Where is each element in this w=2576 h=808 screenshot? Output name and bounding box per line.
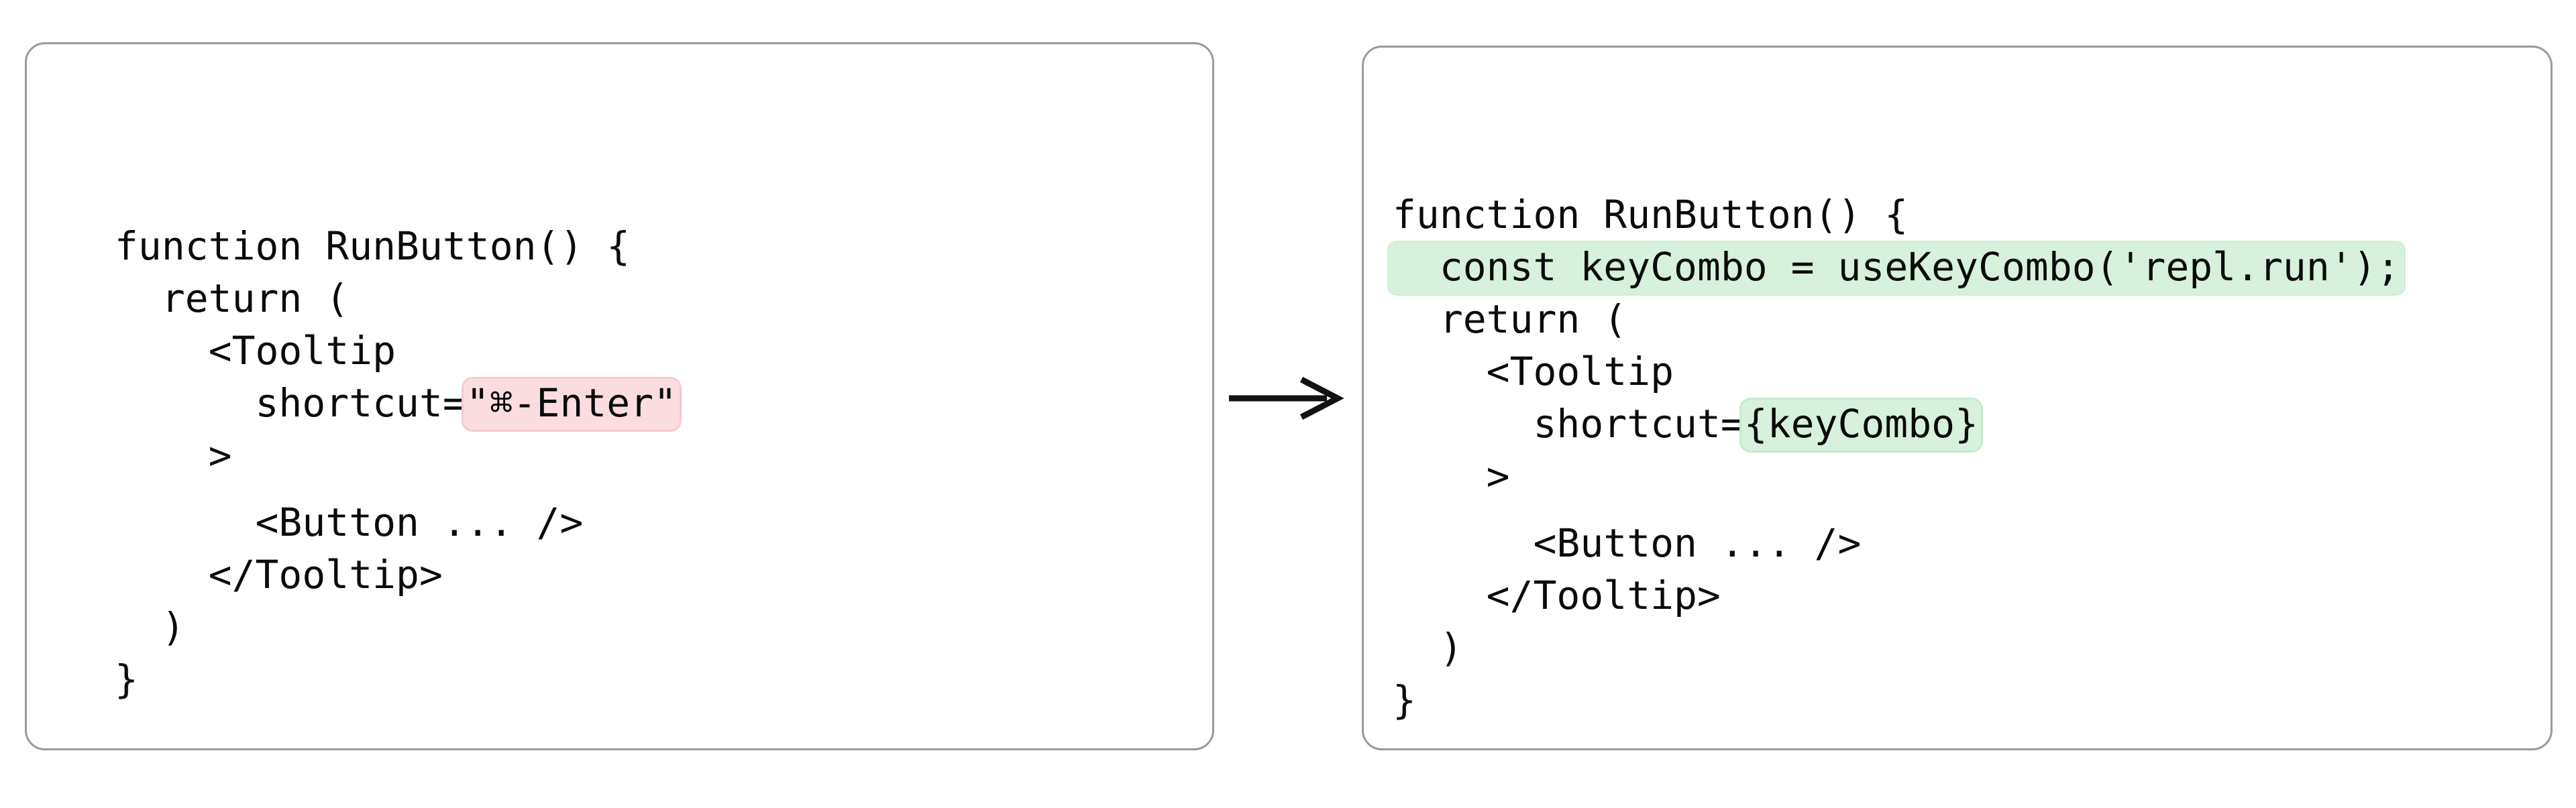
- code-token: >: [115, 432, 232, 478]
- code-token: return (: [115, 276, 350, 321]
- code-line: shortcut="⌘-Enter": [115, 377, 680, 430]
- code-line: <Button ... />: [1393, 517, 2404, 569]
- code-line: </Tooltip>: [115, 549, 677, 601]
- code-token: </Tooltip>: [115, 552, 443, 597]
- arrow-right-icon: [1226, 370, 1347, 426]
- code-token: <Button ... />: [1393, 520, 1862, 566]
- code-line: function RunButton() {: [115, 220, 677, 272]
- code-token: return (: [1393, 296, 1627, 342]
- code-token: ): [1393, 625, 1463, 671]
- after-code-text: function RunButton() { const keyCombo = …: [1389, 188, 2404, 726]
- code-token: >: [1393, 453, 1510, 499]
- code-line: }: [1393, 674, 2404, 726]
- code-line: ): [115, 601, 677, 653]
- before-code-text: function RunButton() { return ( <Tooltip…: [115, 220, 680, 705]
- code-line: >: [115, 429, 677, 481]
- code-line: }: [115, 653, 677, 705]
- removed-token-highlight: "⌘-Enter": [463, 379, 680, 430]
- code-token: function RunButton() {: [1393, 192, 1909, 237]
- code-line: </Tooltip>: [1393, 569, 2404, 622]
- code-line: shortcut={keyCombo}: [1393, 398, 2404, 451]
- before-code-panel: function RunButton() { return ( <Tooltip…: [25, 42, 1214, 750]
- code-line: <Button ... />: [115, 496, 677, 549]
- added-line-highlight: const keyCombo = useKeyCombo('repl.run')…: [1389, 242, 2404, 294]
- added-token-highlight: {keyCombo}: [1741, 400, 1981, 451]
- code-line: function RunButton() {: [1393, 188, 2404, 241]
- code-token: </Tooltip>: [1393, 573, 1721, 618]
- code-line: ): [1393, 622, 2404, 674]
- code-line: <Tooltip: [1393, 345, 2404, 398]
- code-token: <Button ... />: [115, 500, 584, 545]
- code-token: shortcut=: [115, 380, 466, 426]
- code-token: <Tooltip: [1393, 349, 1674, 394]
- code-token: }: [115, 656, 138, 702]
- code-line: const keyCombo = useKeyCombo('repl.run')…: [1389, 241, 2404, 294]
- code-token: const keyCombo = useKeyCombo('repl.run')…: [1393, 244, 2400, 290]
- code-line: >: [1393, 450, 2404, 502]
- code-token: <Tooltip: [115, 328, 396, 373]
- code-token: }: [1393, 677, 1416, 723]
- after-code-panel: function RunButton() { const keyCombo = …: [1362, 46, 2553, 750]
- code-line: return (: [1393, 293, 2404, 345]
- code-token: shortcut=: [1393, 401, 1744, 447]
- code-token: function RunButton() {: [115, 223, 631, 269]
- code-token: ): [115, 604, 185, 650]
- code-line: return (: [115, 272, 677, 325]
- code-line: <Tooltip: [115, 325, 677, 377]
